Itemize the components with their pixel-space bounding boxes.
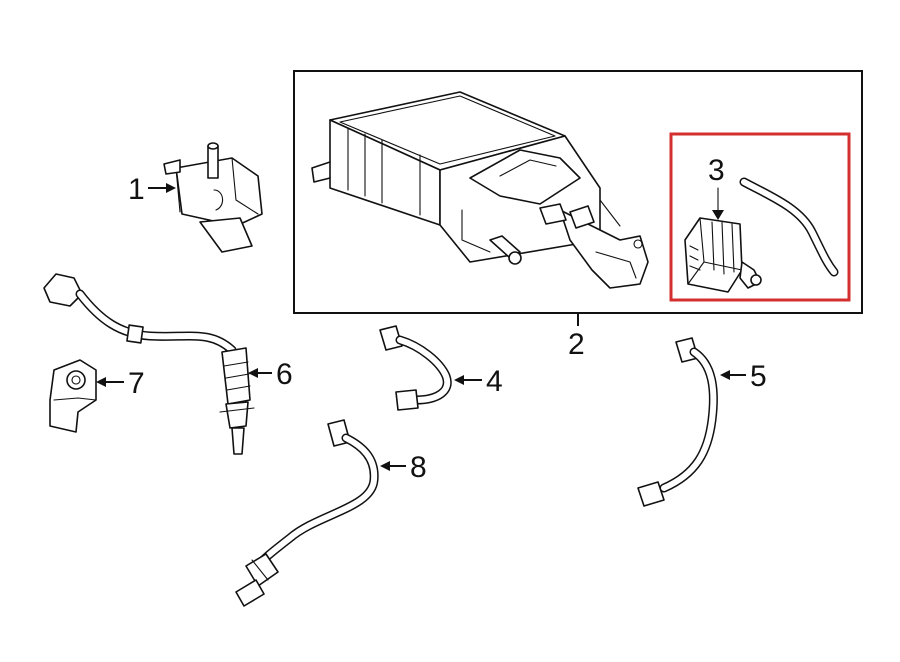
vacuum-switching-valve[interactable]: [684, 187, 762, 293]
sensor-bracket[interactable]: [49, 359, 97, 433]
callout-7: 7: [128, 367, 145, 400]
callout-arrow-6: [248, 368, 272, 378]
callout-5: 5: [750, 360, 767, 393]
callout-4: 4: [486, 365, 503, 398]
callout-arrow-7: [96, 377, 124, 387]
callout-arrow-8: [380, 461, 406, 471]
purge-valve[interactable]: [163, 142, 263, 253]
charcoal-canister[interactable]: [311, 91, 649, 289]
callout-8: 8: [410, 451, 427, 484]
vacuum-hose[interactable]: [739, 177, 839, 277]
callout-2: 2: [568, 328, 585, 361]
callout-arrow-5: [720, 370, 746, 380]
callout-arrow-4: [454, 375, 482, 385]
callout-arrow-1: [148, 183, 176, 193]
oxygen-sensor-downstream[interactable]: [235, 419, 379, 607]
wiring-harness-4[interactable]: [379, 325, 452, 411]
callout-6: 6: [276, 358, 293, 391]
wiring-harness-5[interactable]: [637, 337, 718, 507]
highlight-part-3-frame: [669, 132, 851, 302]
callout-3: 3: [708, 154, 725, 187]
callout-1: 1: [128, 173, 145, 206]
oxygen-sensor-upstream[interactable]: [43, 273, 255, 455]
